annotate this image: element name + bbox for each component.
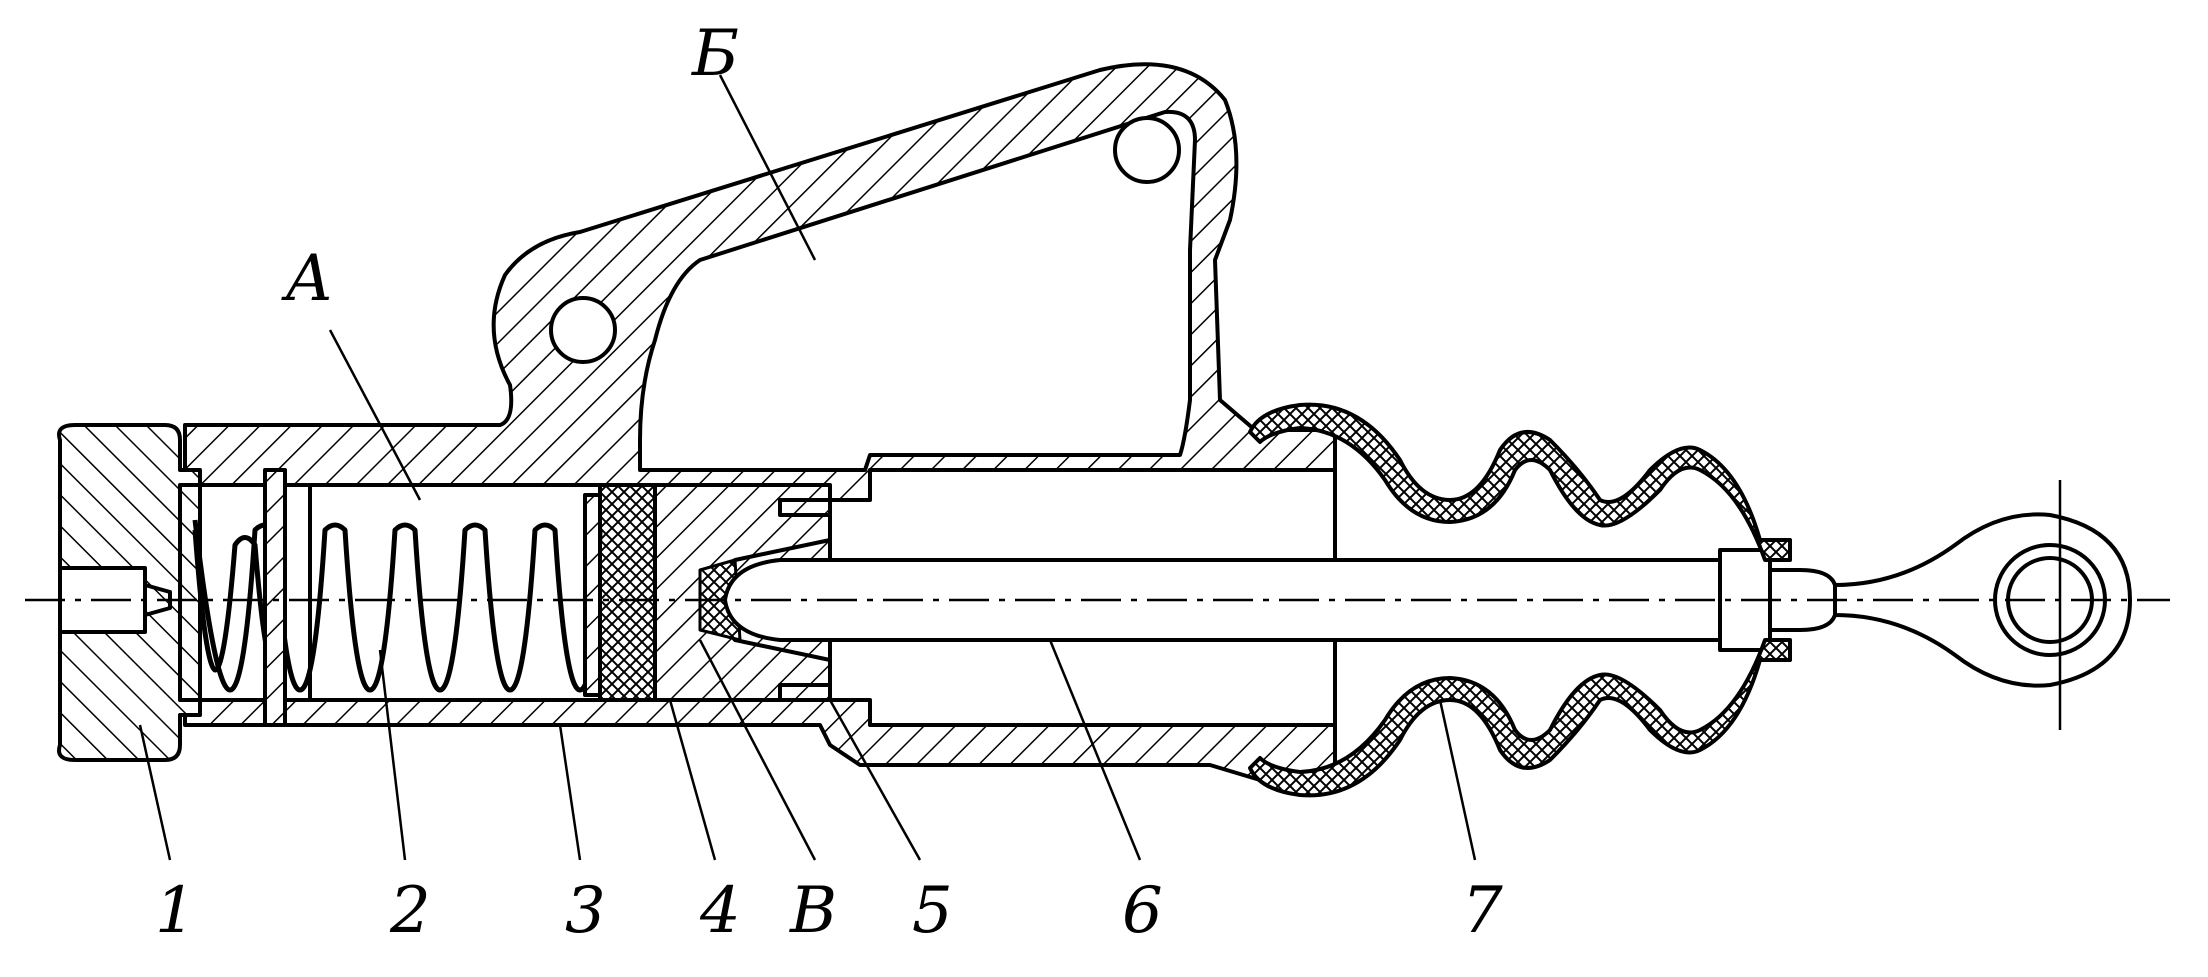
label-part-1: 1	[155, 874, 196, 948]
return-spring-2	[192, 468, 603, 727]
label-part-6: 6	[1122, 874, 1163, 948]
seal-4	[598, 483, 657, 702]
rod-eye	[1833, 480, 2132, 730]
label-part-4: 4	[699, 874, 741, 948]
labels: А Б 1 2 3 4 В 5 6 7	[155, 17, 1503, 948]
label-part-5: 5	[912, 874, 953, 948]
label-part-V: В	[789, 874, 837, 948]
leader-lines	[138, 74, 1477, 861]
boot-7	[1248, 402, 1792, 798]
label-zone-A: А	[281, 242, 333, 316]
plug-1	[57, 423, 202, 762]
label-part-7: 7	[1462, 874, 1503, 948]
label-zone-B: Б	[691, 17, 739, 91]
label-part-3: 3	[565, 874, 606, 948]
label-part-2: 2	[389, 874, 431, 948]
